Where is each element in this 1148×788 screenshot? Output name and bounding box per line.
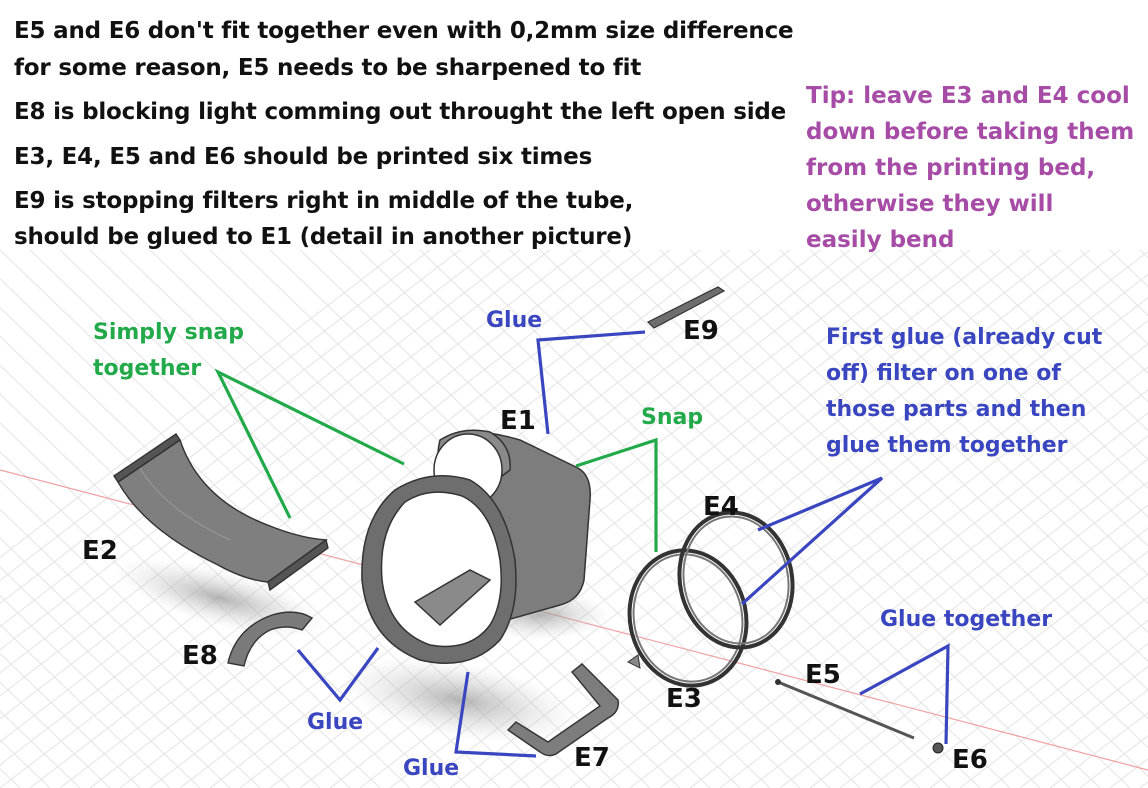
part-e1-tube xyxy=(361,429,591,664)
annotation-snap: Snap xyxy=(641,405,704,430)
label-e8: E8 xyxy=(182,641,218,671)
part-e8-block xyxy=(227,611,314,667)
filter-line-1: First glue (already cut xyxy=(826,325,1103,350)
annotation-glue-together: Glue together xyxy=(880,607,1053,632)
note-line-5: E9 is stopping filters right in middle o… xyxy=(14,188,634,214)
note-line-1: E5 and E6 don't fit together even with 0… xyxy=(14,18,794,44)
part-e3-ring xyxy=(627,548,749,688)
part-e5-rod xyxy=(775,679,915,740)
note-line-4: E3, E4, E5 and E6 should be printed six … xyxy=(14,144,593,170)
label-e3: E3 xyxy=(666,684,702,714)
blue-annotation-lines xyxy=(296,330,950,758)
annotation-filter-instructions: First glue (already cut off) filter on o… xyxy=(826,320,1126,464)
part-e2-holder xyxy=(113,433,329,592)
part-e4-ring xyxy=(677,510,795,650)
label-e1: E1 xyxy=(500,406,536,436)
green-annotation-lines xyxy=(214,368,658,552)
tip-note: Tip: leave E3 and E4 cool down before ta… xyxy=(806,83,1135,253)
label-e2: E2 xyxy=(82,536,118,566)
label-e5: E5 xyxy=(805,660,841,690)
filter-line-4: glue them together xyxy=(826,433,1068,458)
annotation-together: together xyxy=(93,356,202,381)
label-e4: E4 xyxy=(703,492,739,522)
annotation-glue-e7: Glue xyxy=(403,756,460,781)
label-e9: E9 xyxy=(683,316,719,346)
label-e6: E6 xyxy=(952,745,988,775)
annotation-glue-e8: Glue xyxy=(307,710,364,735)
note-line-6: should be glued to E1 (detail in another… xyxy=(14,224,633,250)
annotation-glue-e9: Glue xyxy=(486,308,543,333)
note-line-3: E8 is blocking light comming out through… xyxy=(14,99,787,125)
annotation-simply-snap: Simply snap xyxy=(93,320,244,345)
note-line-2: for some reason, E5 needs to be sharpene… xyxy=(14,55,642,81)
part-e9-strip xyxy=(646,286,726,329)
filter-line-3: those parts and then xyxy=(826,397,1087,422)
label-e7: E7 xyxy=(574,743,610,773)
part-e7-bracket xyxy=(506,663,619,757)
part-e6-nub xyxy=(932,742,944,754)
filter-line-2: off) filter on one of xyxy=(826,361,1061,386)
